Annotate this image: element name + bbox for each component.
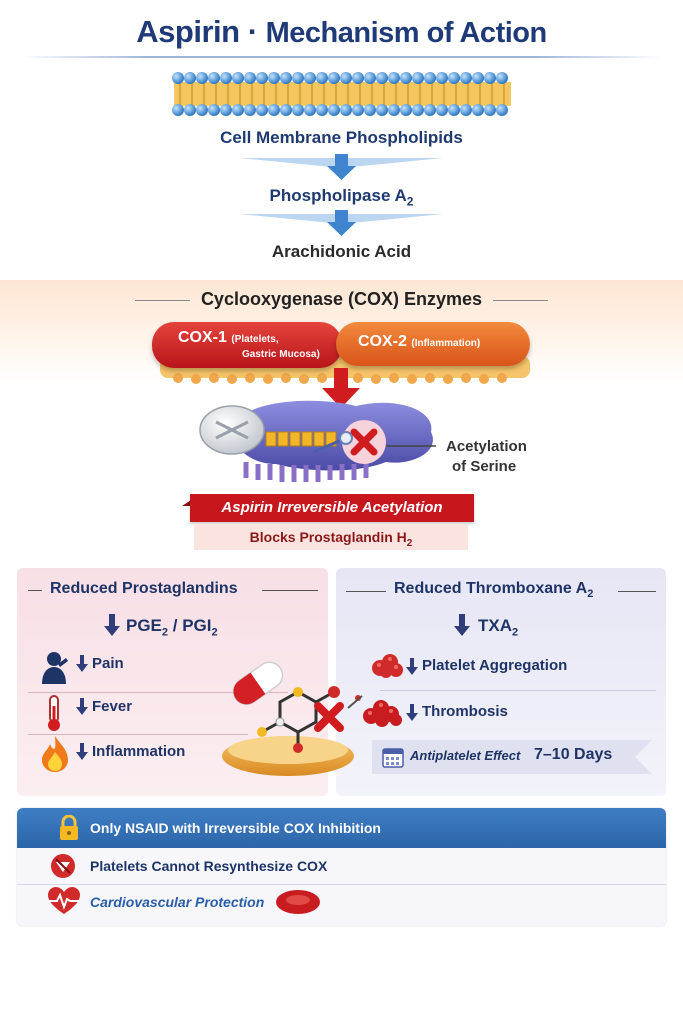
cox-heading-rule-right [493, 300, 548, 301]
pgi-subscript: 2 [211, 626, 218, 639]
reduced-thromboxane-title: Reduced Thromboxane A2 [394, 580, 593, 600]
pathway-step-phospholipase: Phospholipase A2 [0, 186, 683, 208]
cox1-note-line2: Gastric Mucosa) [242, 349, 320, 360]
antiplatelet-effect-value: 7–10 Days [534, 746, 613, 763]
title-main: Aspirin [136, 14, 240, 49]
heart-ecg-icon [48, 887, 80, 914]
cox1-note-line1: (Platelets, [231, 334, 279, 345]
title-rule [20, 56, 663, 58]
cox2-label: COX-2 [358, 333, 407, 350]
down-arrow-pge-icon [104, 614, 120, 636]
phospholipase-label: Phospholipase A [269, 186, 407, 205]
down-arrow-thrombosis-icon [406, 704, 418, 721]
cox-heading: Cyclooxygenase (COX) Enzymes [200, 289, 483, 309]
membrane-bilayer-icon [172, 72, 511, 116]
right-item-thrombosis: Thrombosis [422, 703, 508, 720]
summary-separator [17, 884, 666, 885]
summary-line-cardio: Cardiovascular Protection [90, 894, 265, 910]
left-item-pain: Pain [92, 655, 124, 672]
pge-label: PGE [126, 616, 162, 635]
aspirin-molecule-illustration-icon [222, 661, 363, 776]
txa2-label: TXA [478, 616, 512, 635]
cox2-pill: COX-2 (Inflammation) [336, 322, 530, 366]
cox1-label: COX-1 [178, 329, 227, 346]
title-dot: · [247, 14, 258, 49]
blocks-pgh2-banner: Blocks Prostaglandin H2 [194, 524, 468, 550]
summary-header-text: Only NSAID with Irreversible COX Inhibit… [90, 820, 381, 836]
left-item-inflammation: Inflammation [92, 743, 186, 760]
right-item-platelet-aggregation: Platelet Aggregation [422, 657, 568, 674]
title-sub: Mechanism of Action [265, 17, 548, 49]
down-arrow-txa2-icon [454, 614, 470, 636]
pathway-step-arachidonic: Arachidonic Acid [271, 242, 412, 261]
acetylation-callout-line2: of Serine [452, 458, 517, 475]
summary-line-platelets: Platelets Cannot Resynthesize COX [90, 858, 328, 874]
right-title-rule-left [346, 591, 386, 592]
pathway-arrow-1-icon [240, 154, 443, 180]
reduced-thromboxane-subscript: 2 [587, 588, 594, 601]
calendar-icon [382, 748, 404, 768]
txa2-headline: TXA2 [478, 616, 518, 638]
summary-header-bar [17, 808, 666, 848]
acetylation-callout-line1: Acetylation [446, 438, 527, 455]
lock-icon [60, 815, 78, 840]
antiplatelet-effect-label: Antiplatelet Effect [410, 748, 521, 763]
left-title-rule-left [28, 590, 42, 591]
red-blood-cell-icon [276, 890, 320, 914]
blocks-pgh2-subscript: 2 [406, 537, 413, 549]
pathway-step-phospholipids: Cell Membrane Phospholipids [220, 128, 463, 147]
flame-icon [42, 736, 68, 772]
platelet-blocked-icon [51, 854, 75, 878]
pain-person-icon [42, 652, 68, 684]
blocks-pgh2-label: Blocks Prostaglandin H [249, 529, 407, 545]
cox2-note: (Inflammation) [411, 338, 481, 349]
phospholipase-subscript: 2 [406, 194, 414, 209]
down-arrow-platelet-icon [406, 658, 418, 675]
reduced-prostaglandins-title: Reduced Prostaglandins [50, 580, 238, 597]
reduced-thromboxane-label: Reduced Thromboxane A [394, 580, 588, 597]
left-separator-1 [28, 692, 288, 693]
enzyme-aspirin-illustration-icon [199, 400, 436, 482]
right-separator-1 [380, 690, 656, 691]
right-title-rule-right [618, 591, 656, 592]
platelet-cluster-icon [372, 654, 403, 678]
cox-heading-rule-left [135, 300, 190, 301]
left-title-rule-right [262, 590, 318, 591]
summary-box [17, 808, 666, 926]
down-arrow-pain-icon [76, 655, 88, 672]
left-separator-2 [28, 734, 248, 735]
page-title: Aspirin · Mechanism of Action [0, 14, 683, 50]
red-down-arrow-icon [322, 368, 360, 408]
left-item-fever: Fever [92, 698, 133, 715]
irreversible-acetylation-banner: Aspirin Irreversible Acetylation [190, 494, 474, 522]
pgi-label: / PGI [168, 616, 212, 635]
down-arrow-fever-icon [76, 698, 88, 715]
thermometer-icon [48, 695, 60, 731]
antiplatelet-effect-ribbon [372, 740, 652, 774]
pathway-arrow-2-icon [240, 210, 443, 236]
down-arrow-inflammation-icon [76, 743, 88, 760]
txa2-subscript: 2 [512, 626, 519, 639]
pge-subscript: 2 [161, 626, 169, 639]
pge-pgi-headline: PGE2 / PGI2 [126, 616, 218, 638]
thrombus-cluster-icon [363, 700, 402, 727]
cox1-pill: COX-1 (Platelets, Gastric Mucosa) [152, 322, 342, 368]
